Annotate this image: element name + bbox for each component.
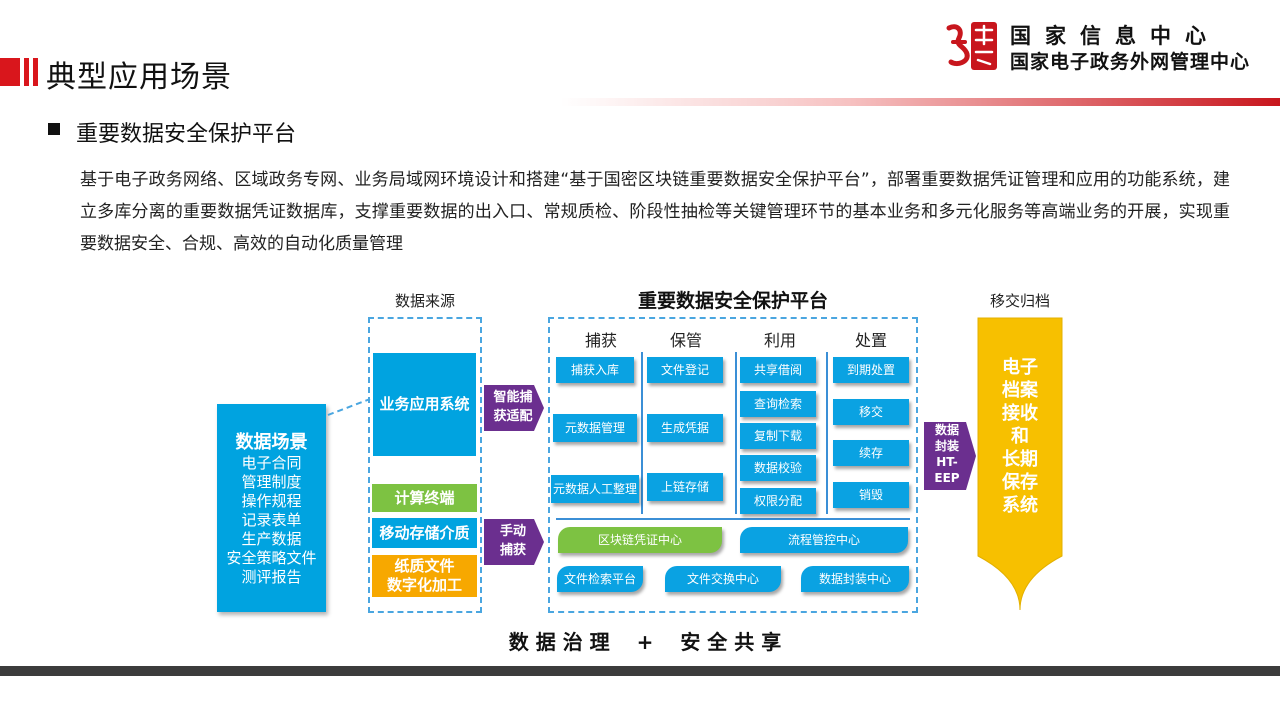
scene-item: 生产数据 (241, 530, 302, 548)
custody-item: 上链存储 (647, 473, 723, 501)
square-bullet-icon (48, 123, 60, 135)
archive-line: 系统 (1002, 495, 1038, 516)
column-divider (735, 352, 737, 514)
smart-capture-arrow-icon (484, 385, 544, 431)
data-packaging-arrow-icon (924, 422, 976, 490)
blockchain-credential-center: 区块链凭证中心 (558, 527, 722, 553)
archive-line: 和 (1011, 426, 1029, 447)
manual-line2: 捕获 (499, 543, 526, 558)
business-system-box: 业务应用系统 (373, 353, 476, 456)
mobile-storage-box: 移动存储介质 (372, 518, 477, 548)
custody-item: 生成凭据 (647, 414, 723, 442)
data-scene-title: 数据场景 (235, 432, 308, 453)
paper-digitization-box: 纸质文件 数字化加工 (372, 555, 477, 597)
dispose-item: 移交 (833, 399, 909, 425)
smart-line2: 获适配 (493, 409, 533, 424)
capture-item: 捕获入库 (556, 357, 634, 383)
archive-line: 保存 (1002, 472, 1038, 493)
archive-label: 移交归档 (989, 292, 1050, 310)
scene-item: 电子合同 (241, 454, 302, 472)
computing-terminal-box: 计算终端 (372, 484, 477, 512)
use-item: 权限分配 (740, 488, 816, 514)
archive-line: 电子 (1002, 357, 1038, 378)
use-item: 查询检索 (740, 391, 816, 417)
platform-frame (548, 317, 918, 613)
scene-item: 管理制度 (241, 473, 302, 491)
dispose-item: 续存 (833, 440, 909, 466)
scene-item: 测评报告 (241, 568, 302, 586)
header-gradient-line (560, 98, 1280, 106)
column-divider (641, 352, 643, 514)
pack-line3: HT- (936, 455, 958, 469)
column-head-capture: 捕获 (584, 331, 617, 350)
data-source-frame (368, 317, 482, 613)
manual-line1: 手动 (499, 524, 526, 539)
pack-line1: 数据 (934, 423, 959, 437)
file-retrieval-platform: 文件检索平台 (557, 566, 643, 592)
dispose-item: 到期处置 (833, 357, 909, 383)
page-title: 典型应用场景 (46, 60, 232, 95)
use-item: 共享借阅 (740, 357, 816, 383)
process-control-center: 流程管控中心 (740, 527, 908, 553)
capture-item: 元数据人工整理 (551, 475, 639, 503)
data-source-label: 数据来源 (394, 292, 455, 310)
archive-line: 接收 (1002, 403, 1038, 424)
logo-seal-icon (946, 22, 997, 70)
manual-capture-arrow-icon (484, 519, 544, 565)
scene-item: 安全策略文件 (226, 549, 317, 567)
paper-line1: 纸质文件 (394, 557, 455, 575)
use-item: 复制下载 (740, 423, 816, 449)
capture-item: 元数据管理 (553, 414, 637, 442)
data-encapsulation-center: 数据封装中心 (801, 566, 909, 592)
column-head-dispose: 处置 (854, 331, 887, 350)
pack-line4: EEP (934, 471, 960, 485)
scene-connector-line (327, 398, 371, 416)
column-head-custody: 保管 (669, 331, 702, 350)
org-name-line1: 国家信息中心 (1010, 23, 1220, 48)
smart-line1: 智能捕 (493, 390, 533, 405)
platform-title: 重要数据安全保护平台 (637, 290, 828, 312)
smart-capture-label: 智能捕 获适配 (486, 388, 540, 426)
section-paragraph: 基于电子政务网络、区域政务专网、业务局域网环境设计和搭建“基于国密区块链重要数据… (80, 170, 1230, 254)
column-divider (826, 352, 828, 514)
scene-item: 记录表单 (241, 511, 302, 529)
section-title: 重要数据安全保护平台 (76, 122, 297, 147)
org-name-line2: 国家电子政务外网管理中心 (1010, 51, 1251, 73)
archive-system-shape (977, 317, 1063, 611)
use-item: 数据校验 (740, 455, 816, 481)
dispose-item: 销毁 (833, 482, 909, 508)
archive-line: 档案 (1002, 380, 1038, 401)
data-packaging-label: 数据 封装 HT- EEP (924, 422, 970, 486)
manual-capture-label: 手动 捕获 (486, 522, 540, 560)
bottom-slogan: 数 据 治 理 + 安 全 共 享 (508, 630, 782, 654)
custody-item: 文件登记 (647, 357, 723, 383)
file-exchange-center: 文件交换中心 (665, 566, 781, 592)
scene-item: 操作规程 (241, 492, 302, 510)
data-scene-box: 数据场景 电子合同 管理制度 操作规程 记录表单 生产数据 安全策略文件 测评报… (217, 404, 326, 612)
pack-line2: 封装 (934, 439, 959, 453)
row-divider (556, 518, 910, 520)
archive-system-text: 电子 档案 接收 和 长期 保存 系统 (978, 356, 1062, 517)
paper-line2: 数字化加工 (386, 576, 462, 594)
footer-bar (0, 666, 1280, 676)
archive-line: 长期 (1002, 449, 1038, 470)
column-head-use: 利用 (763, 331, 796, 350)
